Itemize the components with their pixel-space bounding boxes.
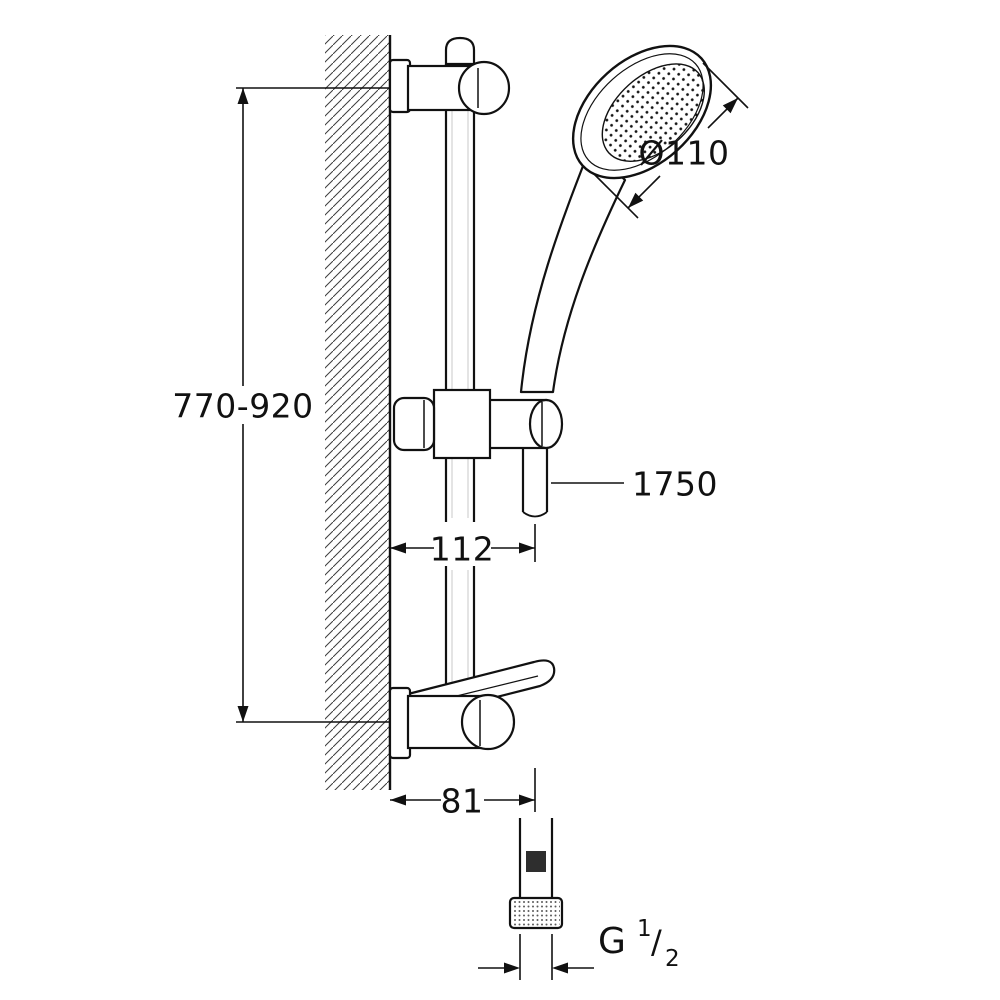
dimension-arrow bbox=[552, 962, 568, 974]
dimension-arrow bbox=[504, 962, 520, 974]
wall-section bbox=[325, 35, 392, 790]
top-wall-bracket bbox=[388, 58, 511, 116]
shower-hose bbox=[521, 446, 549, 518]
outlet-offset-value: 81 bbox=[441, 782, 484, 821]
clamp-knob bbox=[392, 396, 436, 452]
holder-offset-value: 112 bbox=[430, 530, 495, 569]
glide-body bbox=[432, 388, 492, 460]
thread-size-label: G 1 / 2 bbox=[598, 916, 680, 972]
hose-length-value: 1750 bbox=[632, 465, 718, 504]
dimension-arrow bbox=[519, 794, 535, 806]
shower-rail bbox=[444, 64, 476, 700]
dim-head-diameter: Ø110 bbox=[592, 62, 749, 219]
head-diameter-value: Ø110 bbox=[639, 134, 730, 173]
hose-connector bbox=[508, 818, 564, 930]
extension-line bbox=[702, 62, 749, 109]
thread-numerator: 1 bbox=[637, 916, 652, 942]
dimension-arrow bbox=[390, 794, 406, 806]
hose-body bbox=[523, 446, 547, 514]
shower-holder bbox=[392, 388, 564, 460]
dimension-arrow bbox=[237, 706, 249, 722]
height-range-value: 770-920 bbox=[172, 387, 313, 426]
dimension-arrow bbox=[628, 192, 644, 208]
dimension-arrow bbox=[519, 542, 535, 554]
spray-face bbox=[601, 63, 705, 162]
connector-crimp-band bbox=[526, 851, 546, 872]
bottom-bracket-end-cap bbox=[460, 693, 516, 751]
wall-hatch bbox=[325, 35, 390, 790]
holder-end-cap bbox=[528, 398, 564, 450]
dim-holder-offset: 112 bbox=[390, 524, 536, 569]
extension-line bbox=[592, 172, 639, 219]
knurled-nut-texture bbox=[512, 900, 560, 926]
bottom-wall-bracket bbox=[388, 686, 516, 760]
dimension-arrow bbox=[390, 542, 406, 554]
hand-shower-head bbox=[571, 44, 713, 180]
dim-height-range: 770-920 bbox=[172, 87, 390, 723]
rail-top-cap bbox=[444, 36, 476, 66]
thread-prefix: G bbox=[598, 921, 626, 962]
thread-denominator: 2 bbox=[665, 946, 680, 972]
top-bracket-end-cap bbox=[457, 60, 511, 116]
dimension-arrow bbox=[237, 88, 249, 104]
dim-thread-size: G 1 / 2 bbox=[478, 916, 680, 980]
dimension-arrow bbox=[722, 98, 738, 114]
hand-shower-handle bbox=[519, 146, 627, 394]
label-hose-length: 1750 bbox=[551, 465, 718, 504]
thread-separator: / bbox=[651, 923, 662, 961]
hose-break bbox=[522, 511, 548, 518]
dim-outlet-offset: 81 bbox=[390, 768, 536, 821]
